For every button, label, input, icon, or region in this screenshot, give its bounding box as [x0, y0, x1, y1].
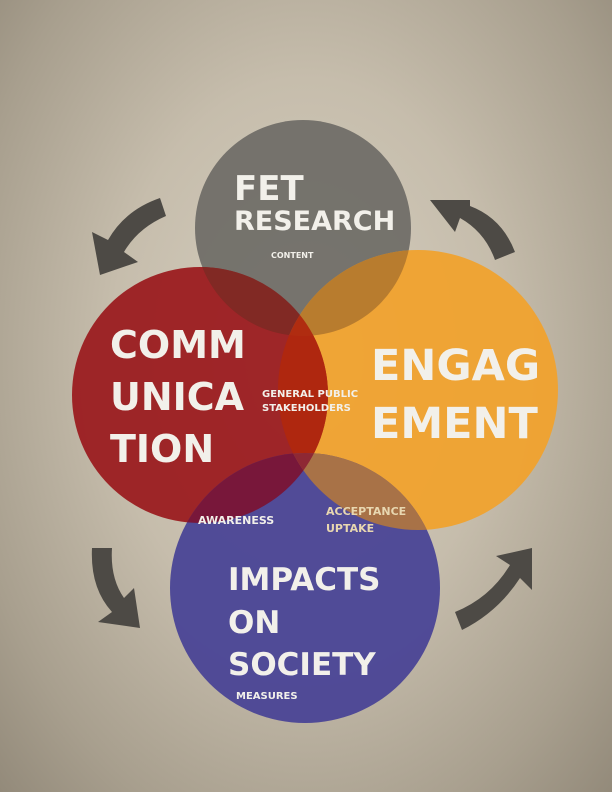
uptake-label: UPTAKE: [326, 522, 374, 535]
arrow-bottom-left: [91, 548, 140, 628]
communication-title-line-2: UNICA: [110, 375, 245, 419]
center-label-line-2: STAKEHOLDERS: [262, 403, 351, 414]
impacts-subtitle: MEASURES: [236, 691, 298, 702]
center-label-line-1: GENERAL PUBLIC: [262, 389, 358, 400]
overlap-engagement-impacts: [278, 453, 440, 530]
overlap-research-communication: [195, 267, 328, 336]
engagement-title-line-2: EMENT: [371, 399, 539, 449]
communication-title-line-3: TION: [110, 427, 214, 471]
impacts-title-line-2: ON: [228, 605, 280, 641]
arrow-top-right: [430, 200, 515, 260]
arrow-bottom-right: [455, 548, 532, 630]
impacts-title-line-1: IMPACTS: [228, 562, 380, 598]
impacts-title-line-3: SOCIETY: [228, 647, 376, 683]
research-title-line-1: FET: [234, 169, 304, 209]
research-title-line-2: RESEARCH: [234, 206, 395, 237]
awareness-label: AWARENESS: [198, 514, 274, 527]
communication-title-line-1: COMM: [110, 323, 246, 367]
engagement-title-line-1: ENGAG: [371, 341, 540, 391]
communication-circle: [72, 267, 328, 523]
arrow-top-left: [92, 198, 166, 275]
research-subtitle: CONTENT: [271, 251, 314, 260]
overlap-research-engagement: [278, 250, 411, 336]
acceptance-label: ACCEPTANCE: [326, 505, 406, 518]
